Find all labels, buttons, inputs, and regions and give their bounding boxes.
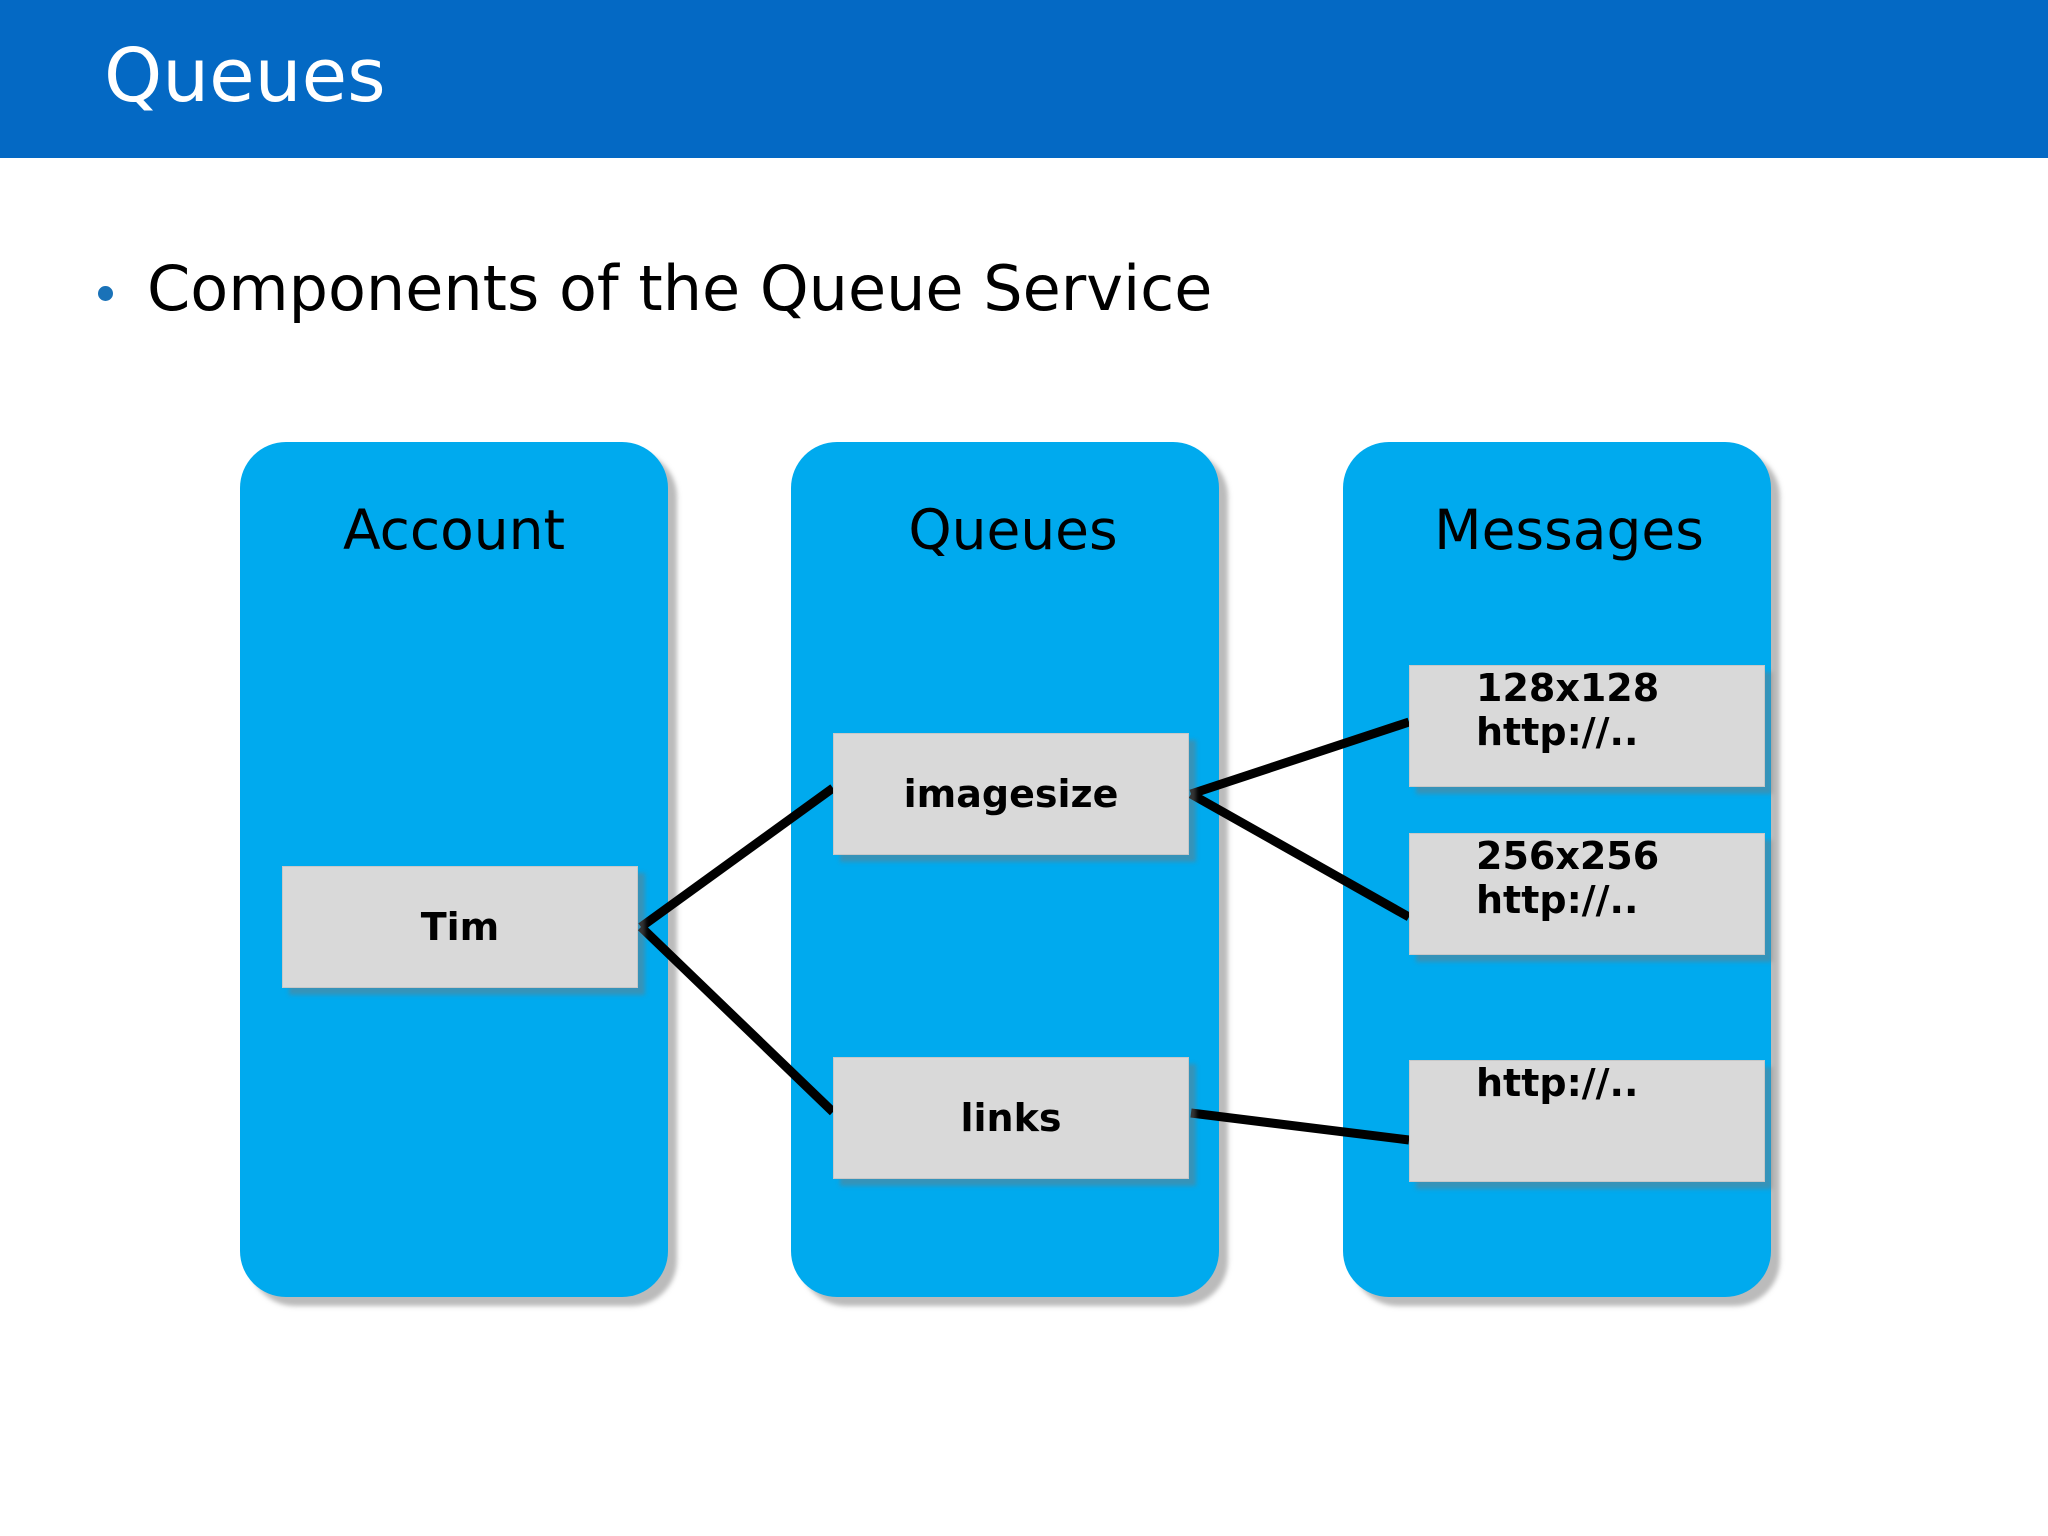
bullet-item-label: Components of the Queue Service [147, 252, 1213, 325]
queue-box-links[interactable]: links [833, 1057, 1189, 1179]
queue-box-tim-label: Tim [420, 905, 500, 949]
bullet-list-item: Components of the Queue Service [98, 246, 1698, 336]
message-box-http[interactable]: http://.. [1409, 1060, 1765, 1182]
bullet-dot-icon [98, 286, 113, 301]
queue-box-links-label: links [960, 1096, 1062, 1140]
panel-queues-title: Queues [908, 498, 1118, 562]
panel-messages-title: Messages [1434, 498, 1704, 562]
slide-title: Queues [104, 33, 386, 119]
slide-header-bar: Queues [0, 0, 2048, 158]
message-box-256x256[interactable]: 256x256 http://.. [1409, 833, 1765, 955]
message-box-256x256-line1: 256x256 [1476, 834, 1660, 878]
message-box-128x128-line1: 128x128 [1476, 666, 1660, 710]
message-box-128x128-line2: http://.. [1476, 710, 1639, 754]
queue-box-imagesize[interactable]: imagesize [833, 733, 1189, 855]
message-box-256x256-line2: http://.. [1476, 878, 1639, 922]
message-box-128x128-text: 128x128 http://.. [1410, 666, 1764, 786]
message-box-256x256-text: 256x256 http://.. [1410, 834, 1764, 954]
queue-box-tim[interactable]: Tim [282, 866, 638, 988]
message-box-128x128[interactable]: 128x128 http://.. [1409, 665, 1765, 787]
message-box-http-text: http://.. [1410, 1061, 1764, 1181]
queue-box-imagesize-label: imagesize [903, 772, 1119, 816]
panel-account-title: Account [342, 498, 566, 562]
message-box-http-line1: http://.. [1476, 1061, 1639, 1105]
